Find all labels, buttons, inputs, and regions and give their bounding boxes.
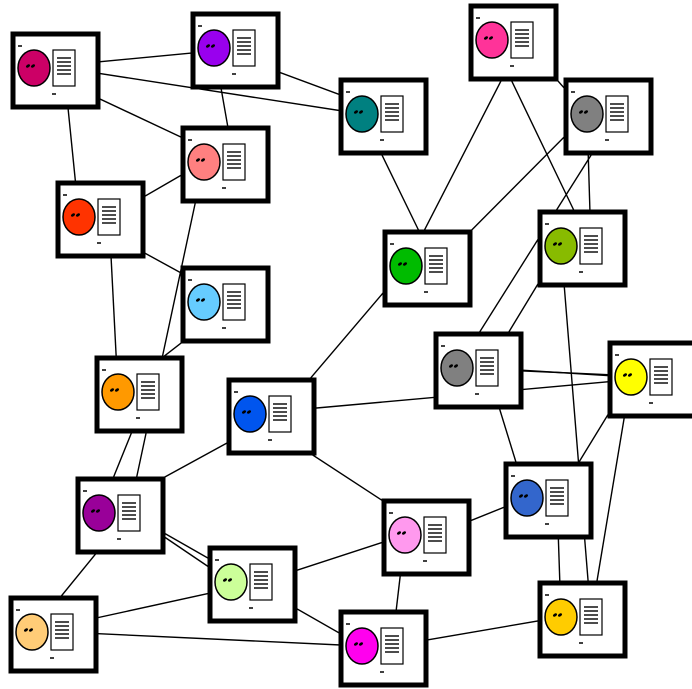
document-icon xyxy=(510,21,534,59)
face-icon xyxy=(233,395,267,433)
diagram-node xyxy=(338,77,429,156)
diagram-node xyxy=(180,265,271,344)
diagram-node xyxy=(563,77,654,156)
document-icon xyxy=(475,349,499,387)
face-icon xyxy=(389,247,423,285)
document-icon xyxy=(380,627,404,665)
face-icon xyxy=(544,598,578,636)
diagram-node xyxy=(607,340,692,419)
face-icon xyxy=(197,29,231,67)
diagram-node xyxy=(207,545,298,624)
diagram-node xyxy=(338,609,429,688)
diagram-node xyxy=(503,461,594,540)
diagram-node xyxy=(382,229,473,308)
diagram-node xyxy=(10,31,101,110)
document-icon xyxy=(222,143,246,181)
document-icon xyxy=(579,598,603,636)
face-icon xyxy=(187,283,221,321)
face-icon xyxy=(570,95,604,133)
diagram-node xyxy=(226,377,317,456)
document-icon xyxy=(424,247,448,285)
diagram-node xyxy=(94,355,185,434)
document-icon xyxy=(545,479,569,517)
face-icon xyxy=(388,516,422,554)
edge-arrow xyxy=(560,245,594,599)
document-icon xyxy=(117,494,141,532)
document-icon xyxy=(605,95,629,133)
face-icon xyxy=(17,49,51,87)
diagram-node xyxy=(537,580,628,659)
edge-arrow xyxy=(130,161,205,495)
document-icon xyxy=(649,358,673,396)
diagram-node xyxy=(180,125,271,204)
document-icon xyxy=(268,395,292,433)
diagram-node xyxy=(75,476,166,555)
diagram-node xyxy=(381,498,472,577)
face-icon xyxy=(214,563,248,601)
diagram-node xyxy=(433,331,524,410)
nodes-layer xyxy=(8,3,692,688)
face-icon xyxy=(440,349,474,387)
document-icon xyxy=(249,563,273,601)
face-icon xyxy=(62,198,96,236)
edge-arrow xyxy=(456,132,606,369)
document-icon xyxy=(136,373,160,411)
face-icon xyxy=(345,95,379,133)
edge-arrow xyxy=(403,616,562,648)
document-icon xyxy=(97,198,121,236)
diagram-node xyxy=(468,3,559,82)
face-icon xyxy=(101,373,135,411)
face-icon xyxy=(544,227,578,265)
document-icon xyxy=(222,283,246,321)
face-icon xyxy=(187,143,221,181)
diagram-node xyxy=(8,595,99,674)
document-icon xyxy=(423,516,447,554)
edge-arrow xyxy=(75,66,363,115)
diagram-node xyxy=(190,11,281,90)
face-icon xyxy=(510,479,544,517)
face-icon xyxy=(345,627,379,665)
diagram-node xyxy=(55,180,146,259)
document-icon xyxy=(380,95,404,133)
face-icon xyxy=(614,358,648,396)
face-icon xyxy=(15,613,49,651)
face-icon xyxy=(82,494,116,532)
document-icon xyxy=(579,227,603,265)
document-icon xyxy=(52,49,76,87)
face-icon xyxy=(475,21,509,59)
diagram-node xyxy=(537,209,628,288)
edge-arrow xyxy=(73,627,363,647)
document-icon xyxy=(50,613,74,651)
document-icon xyxy=(232,29,256,67)
